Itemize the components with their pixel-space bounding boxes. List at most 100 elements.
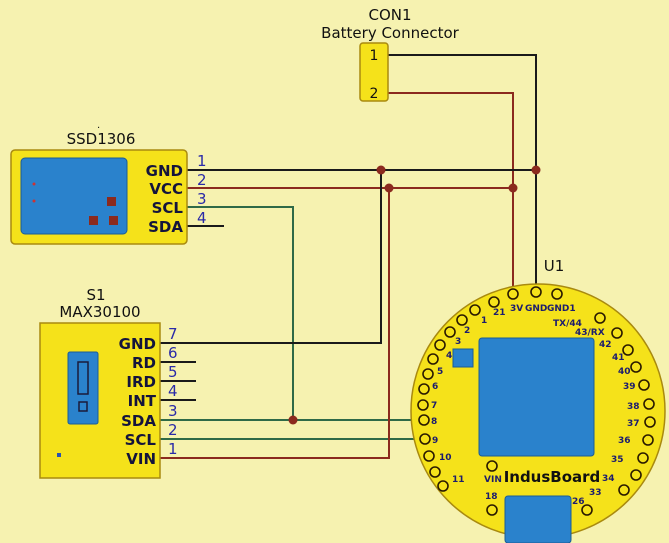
u1-pad (530, 286, 542, 298)
u1-pad (611, 327, 623, 339)
u1-label-gnd: GND (525, 304, 547, 314)
u1-label-8: 8 (431, 417, 437, 427)
ssd1306-pin-gnd: GND (146, 162, 183, 180)
u1-pad (551, 288, 563, 300)
u1-pad (642, 434, 654, 446)
u1-label-11: 11 (452, 475, 465, 485)
ssd1306-num-1: 1 (197, 152, 207, 170)
u1-label-36: 36 (618, 436, 631, 446)
u1-pad (594, 312, 606, 324)
u1-usb-port (504, 495, 572, 543)
u1-label-5: 5 (437, 367, 443, 377)
u1-pad (444, 326, 456, 338)
max30100-sensor (67, 351, 99, 425)
u1-pad (429, 466, 441, 478)
u1-pad (622, 344, 634, 356)
u1-pad (644, 416, 656, 428)
max30100-pin-rd: RD (132, 354, 156, 372)
max30100-pin-scl: SCL (125, 431, 157, 449)
max30100-ref: S1 (86, 286, 105, 304)
u1-label-43rx: 43/RX (575, 328, 605, 338)
u1-pad (507, 288, 519, 300)
u1-pad (486, 504, 498, 516)
u1-label-26: 26 (572, 497, 585, 507)
u1-label-39: 39 (623, 382, 636, 392)
ssd1306-pin-vcc: VCC (149, 180, 183, 198)
junction-sda (288, 415, 298, 425)
u1-label-21: 21 (493, 308, 506, 318)
wire-ssd-scl (187, 206, 294, 420)
u1-chip (478, 337, 595, 457)
u1-pad (456, 314, 468, 326)
ssd1306-pad-3 (109, 216, 118, 225)
u1-pad (422, 368, 434, 380)
max30100-num-1: 1 (168, 440, 178, 458)
u1-pad (630, 361, 642, 373)
con1-pin1: 1 (370, 48, 379, 64)
u1-pad (637, 452, 649, 464)
con1-name: Battery Connector (321, 24, 459, 42)
junction-gnd-2 (531, 165, 541, 175)
u1-label-35: 35 (611, 455, 624, 465)
u1-label-1: 1 (481, 316, 487, 326)
ssd1306-dot-a (32, 182, 36, 186)
ssd1306-screen (20, 157, 128, 235)
u1-label-6: 6 (432, 382, 438, 392)
u1-label-40: 40 (618, 367, 631, 377)
u1-pad (643, 398, 655, 410)
u1-name: IndusBoard (504, 468, 601, 486)
junction-gnd-1 (376, 165, 386, 175)
wire-max-gnd (160, 170, 382, 344)
ssd1306-pin-sda: SDA (148, 218, 183, 236)
max30100-body (39, 322, 161, 479)
ssd1306-name: SSD1306 (67, 130, 136, 148)
u1-label-vin: VIN (484, 475, 502, 485)
u1-label-7: 7 (431, 401, 437, 411)
max30100-pin-sda: SDA (121, 412, 156, 430)
u1-pad (488, 296, 500, 308)
u1-pads (417, 286, 656, 516)
u1-pad (630, 469, 642, 481)
junction-vcc-2 (508, 183, 518, 193)
u1-pad (417, 399, 429, 411)
u1-pad (434, 339, 446, 351)
u1-pad (638, 379, 650, 391)
u1-pad (437, 480, 449, 492)
ssd1306-num-2: 2 (197, 171, 207, 189)
con1-ref: CON1 (368, 6, 411, 24)
wire-max-vin (160, 188, 390, 459)
u1-label-42: 42 (599, 340, 612, 350)
max30100-num-5: 5 (168, 363, 178, 381)
junction-vcc-1 (384, 183, 394, 193)
u1-label-41: 41 (612, 353, 625, 363)
max30100-pin-int: INT (128, 392, 157, 410)
u1-label-34: 34 (602, 474, 615, 484)
max30100-mark (57, 453, 61, 457)
u1-pad (486, 460, 498, 472)
u1-label-33: 33 (589, 488, 602, 498)
max30100-name: MAX30100 (59, 303, 140, 321)
ssd1306-num-3: 3 (197, 190, 207, 208)
max30100-pin-ird: IRD (126, 373, 156, 391)
u1-label-tx44: TX/44 (553, 319, 582, 329)
u1-label-9: 9 (432, 436, 438, 446)
max30100-pin-vin: VIN (126, 450, 156, 468)
wire-battery-vcc (388, 92, 514, 290)
ssd1306-dot: . (97, 120, 100, 131)
max30100-num-6: 6 (168, 344, 178, 362)
con1-body (359, 42, 389, 102)
u1-label-3v: 3V (510, 304, 523, 314)
ssd1306-pad-1 (107, 197, 116, 206)
max30100-num-7: 7 (168, 325, 178, 343)
u1-pad (423, 450, 435, 462)
con1-pin2: 2 (370, 86, 379, 102)
u1-label-4: 4 (446, 351, 452, 361)
ssd1306-num-4: 4 (197, 209, 207, 227)
u1-label-38: 38 (627, 402, 640, 412)
ssd1306-pin-scl: SCL (152, 199, 184, 217)
u1-label-3: 3 (455, 337, 461, 347)
u1-pad (427, 353, 439, 365)
max30100-sensor-pad (78, 401, 88, 412)
